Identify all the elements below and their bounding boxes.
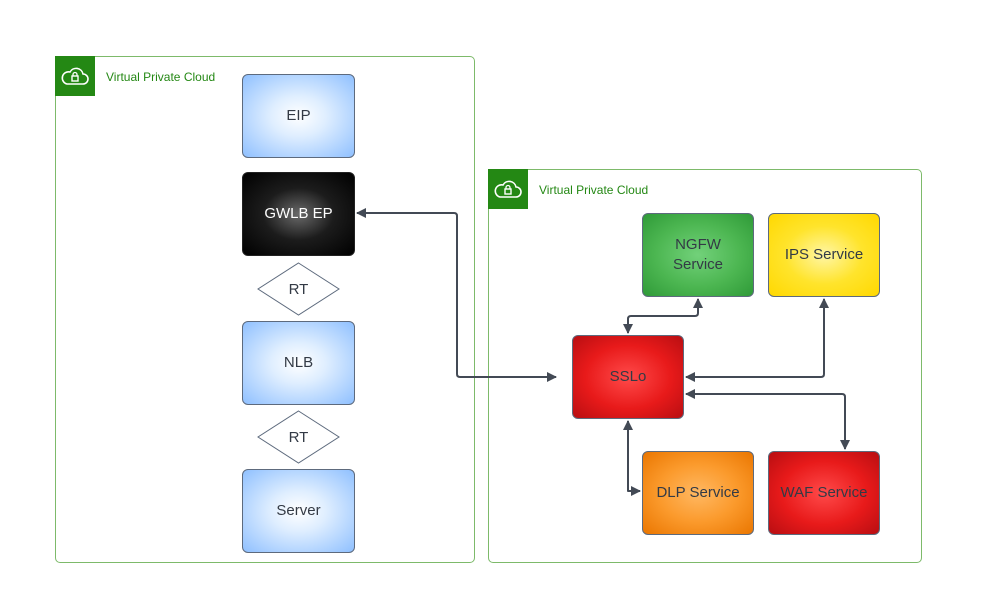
nlb-label: NLB: [283, 354, 314, 371]
waf-service-node[interactable]: WAF Service: [768, 451, 880, 535]
ngfw-service-label: NGFW Service: [672, 236, 724, 273]
connector-sslo-dlp[interactable]: [623, 420, 641, 496]
gwlb-ep-node[interactable]: GWLB EP: [242, 172, 355, 256]
connector-sslo-ips[interactable]: [685, 298, 829, 382]
diamond-shape: [257, 410, 340, 464]
dlp-service-label: DLP Service: [656, 484, 740, 501]
eip-label: EIP: [286, 107, 311, 124]
nlb-node[interactable]: NLB: [242, 321, 355, 405]
cloud-lock-icon: [61, 67, 89, 85]
server-label: Server: [276, 502, 321, 519]
diamond-shape: [257, 262, 340, 316]
connector-sslo-waf[interactable]: [685, 389, 850, 450]
connector-gwlb-sslo[interactable]: [356, 208, 557, 382]
route-table-label: RT: [288, 428, 309, 446]
gwlb-ep-label: GWLB EP: [264, 205, 333, 222]
ngfw-service-node[interactable]: NGFW Service: [642, 213, 754, 297]
vpc-label: Virtual Private Cloud: [106, 70, 216, 84]
ips-service-node[interactable]: IPS Service: [768, 213, 880, 297]
route-table-diamond-2[interactable]: RT: [257, 410, 340, 464]
dlp-service-node[interactable]: DLP Service: [642, 451, 754, 535]
connector-sslo-ngfw[interactable]: [623, 298, 703, 334]
sslo-label: SSLo: [609, 368, 647, 385]
ips-service-label: IPS Service: [784, 246, 864, 263]
route-table-label: RT: [288, 280, 309, 298]
vpc-badge: [488, 169, 528, 209]
cloud-lock-icon: [494, 180, 522, 198]
vpc-container-right: Virtual Private Cloud: [488, 169, 922, 563]
server-node[interactable]: Server: [242, 469, 355, 553]
waf-service-label: WAF Service: [780, 484, 868, 501]
vpc-label: Virtual Private Cloud: [539, 183, 649, 197]
route-table-diamond-1[interactable]: RT: [257, 262, 340, 316]
sslo-node[interactable]: SSLo: [572, 335, 684, 419]
eip-node[interactable]: EIP: [242, 74, 355, 158]
vpc-badge: [55, 56, 95, 96]
